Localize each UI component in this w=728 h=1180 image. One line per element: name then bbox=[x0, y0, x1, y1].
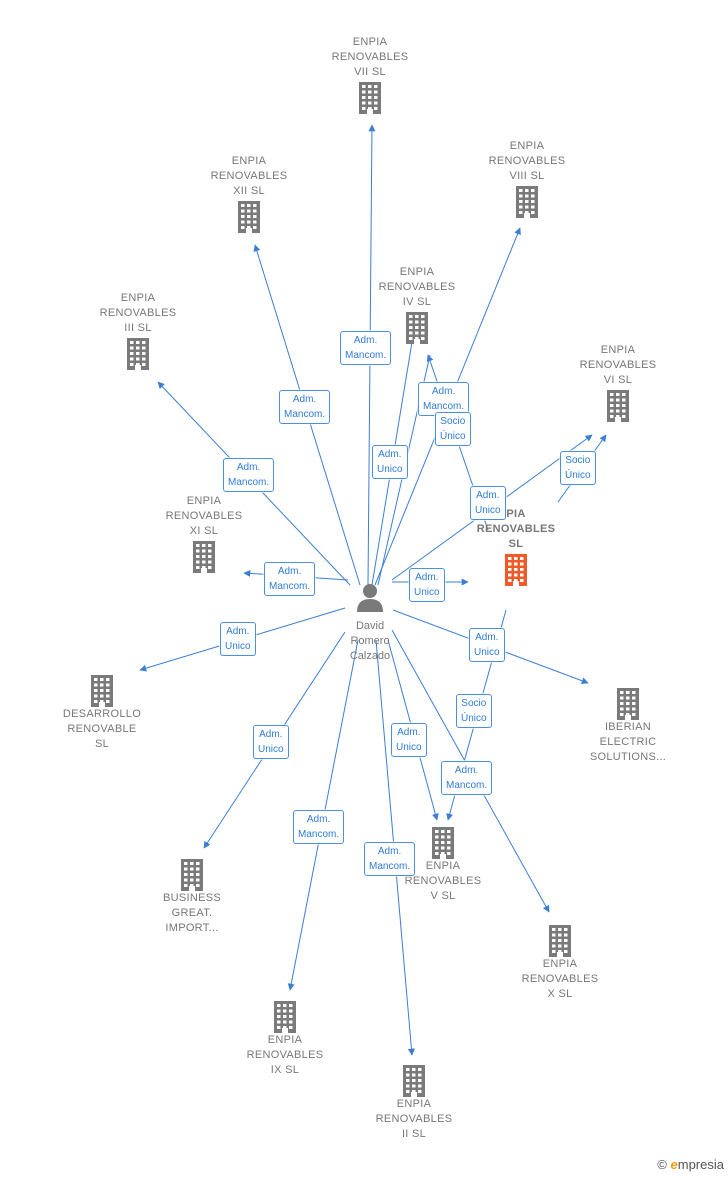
building-icon bbox=[91, 675, 113, 707]
company-node-iii[interactable]: ENPIA RENOVABLES III SL bbox=[88, 291, 188, 370]
company-label: ENPIA RENOVABLES X SL bbox=[521, 958, 599, 1000]
building-icon bbox=[274, 1001, 296, 1033]
company-label: ENPIA RENOVABLES IV SL bbox=[378, 266, 456, 308]
company-node-x[interactable]: ENPIA RENOVABLES X SL bbox=[510, 923, 610, 1002]
building-icon bbox=[516, 186, 538, 218]
company-node-iberian[interactable]: IBERIAN ELECTRIC SOLUTIONS... bbox=[578, 686, 678, 765]
company-node-ii[interactable]: ENPIA RENOVABLES II SL bbox=[364, 1063, 464, 1142]
building-icon bbox=[617, 688, 639, 720]
relation-tag[interactable]: Adm. Unico bbox=[253, 725, 289, 759]
company-label: ENPIA RENOVABLES V SL bbox=[404, 860, 482, 902]
relation-tag[interactable]: Adm. Unico bbox=[470, 486, 506, 520]
relation-tag[interactable]: Socio Único bbox=[435, 412, 471, 446]
company-node-desarrollo[interactable]: DESARROLLO RENOVABLE SL bbox=[52, 673, 152, 752]
relation-tag[interactable]: Adm. Mancom. bbox=[293, 810, 345, 844]
building-icon bbox=[193, 541, 215, 573]
building-icon bbox=[127, 338, 149, 370]
company-label: PIA RENOVABLES SL bbox=[476, 508, 556, 550]
building-icon bbox=[238, 201, 260, 233]
company-label: ENPIA RENOVABLES VI SL bbox=[579, 344, 657, 386]
relation-tag[interactable]: Adm. Mancom. bbox=[364, 842, 416, 876]
relation-tag[interactable]: Adm. Mancom. bbox=[441, 761, 493, 795]
building-icon bbox=[403, 1065, 425, 1097]
relation-tag[interactable]: Adm. Mancom. bbox=[264, 562, 316, 596]
company-node-vii[interactable]: ENPIA RENOVABLES VII SL bbox=[320, 35, 420, 114]
relation-tag[interactable]: Adm. Unico bbox=[391, 723, 427, 757]
person-node[interactable] bbox=[340, 582, 400, 612]
relation-tag[interactable]: Adm. Unico bbox=[372, 445, 408, 479]
company-label: ENPIA RENOVABLES IX SL bbox=[246, 1034, 324, 1076]
brand-logo-text: mpresia bbox=[677, 1157, 724, 1172]
building-icon bbox=[607, 390, 629, 422]
relation-tag[interactable]: Adm. Unico bbox=[469, 628, 505, 662]
company-node-business[interactable]: BUSINESS GREAT. IMPORT... bbox=[142, 857, 242, 936]
brand-watermark: © empresia bbox=[657, 1157, 724, 1172]
company-label: DESARROLLO RENOVABLE SL bbox=[62, 708, 142, 750]
building-icon bbox=[181, 859, 203, 891]
relation-tag[interactable]: Adm. Mancom. bbox=[418, 382, 470, 416]
relation-tag[interactable]: Adm. Mancom. bbox=[340, 331, 392, 365]
company-label: ENPIA RENOVABLES VIII SL bbox=[488, 140, 566, 182]
brand-logo-e: e bbox=[670, 1157, 678, 1172]
company-label: ENPIA RENOVABLES XI SL bbox=[165, 495, 243, 537]
company-node-xii[interactable]: ENPIA RENOVABLES XII SL bbox=[199, 154, 299, 233]
company-node-iv[interactable]: ENPIA RENOVABLES IV SL bbox=[367, 265, 467, 344]
relation-tag[interactable]: Adm. Unico bbox=[409, 568, 445, 602]
company-node-xi[interactable]: ENPIA RENOVABLES XI SL bbox=[154, 494, 254, 573]
relation-tag[interactable]: Adm. Unico bbox=[220, 622, 256, 656]
company-node-main[interactable]: PIA RENOVABLES SL bbox=[466, 507, 566, 586]
company-label: ENPIA RENOVABLES XII SL bbox=[210, 155, 288, 197]
company-label: ENPIA RENOVABLES III SL bbox=[99, 292, 177, 334]
building-icon bbox=[406, 312, 428, 344]
copyright-symbol: © bbox=[657, 1157, 667, 1172]
company-node-viii[interactable]: ENPIA RENOVABLES VIII SL bbox=[477, 139, 577, 218]
relation-tag[interactable]: Socio Único bbox=[560, 451, 596, 485]
company-label: IBERIAN ELECTRIC SOLUTIONS... bbox=[589, 721, 667, 763]
building-icon bbox=[432, 827, 454, 859]
company-label: ENPIA RENOVABLES II SL bbox=[375, 1098, 453, 1140]
relation-tag[interactable]: Socio Único bbox=[456, 694, 492, 728]
company-label: ENPIA RENOVABLES VII SL bbox=[331, 36, 409, 78]
person-icon bbox=[357, 584, 383, 612]
relation-tag[interactable]: Adm. Mancom. bbox=[279, 390, 331, 424]
person-name: David Romero Calzado bbox=[349, 620, 391, 662]
company-label: BUSINESS GREAT. IMPORT... bbox=[162, 892, 222, 934]
company-node-v[interactable]: ENPIA RENOVABLES V SL bbox=[393, 825, 493, 904]
building-icon bbox=[359, 82, 381, 114]
building-icon bbox=[505, 554, 527, 586]
company-node-ix[interactable]: ENPIA RENOVABLES IX SL bbox=[235, 999, 335, 1078]
company-node-vi[interactable]: ENPIA RENOVABLES VI SL bbox=[568, 343, 668, 422]
relation-tag[interactable]: Adm. Mancom. bbox=[223, 458, 275, 492]
building-icon bbox=[549, 925, 571, 957]
